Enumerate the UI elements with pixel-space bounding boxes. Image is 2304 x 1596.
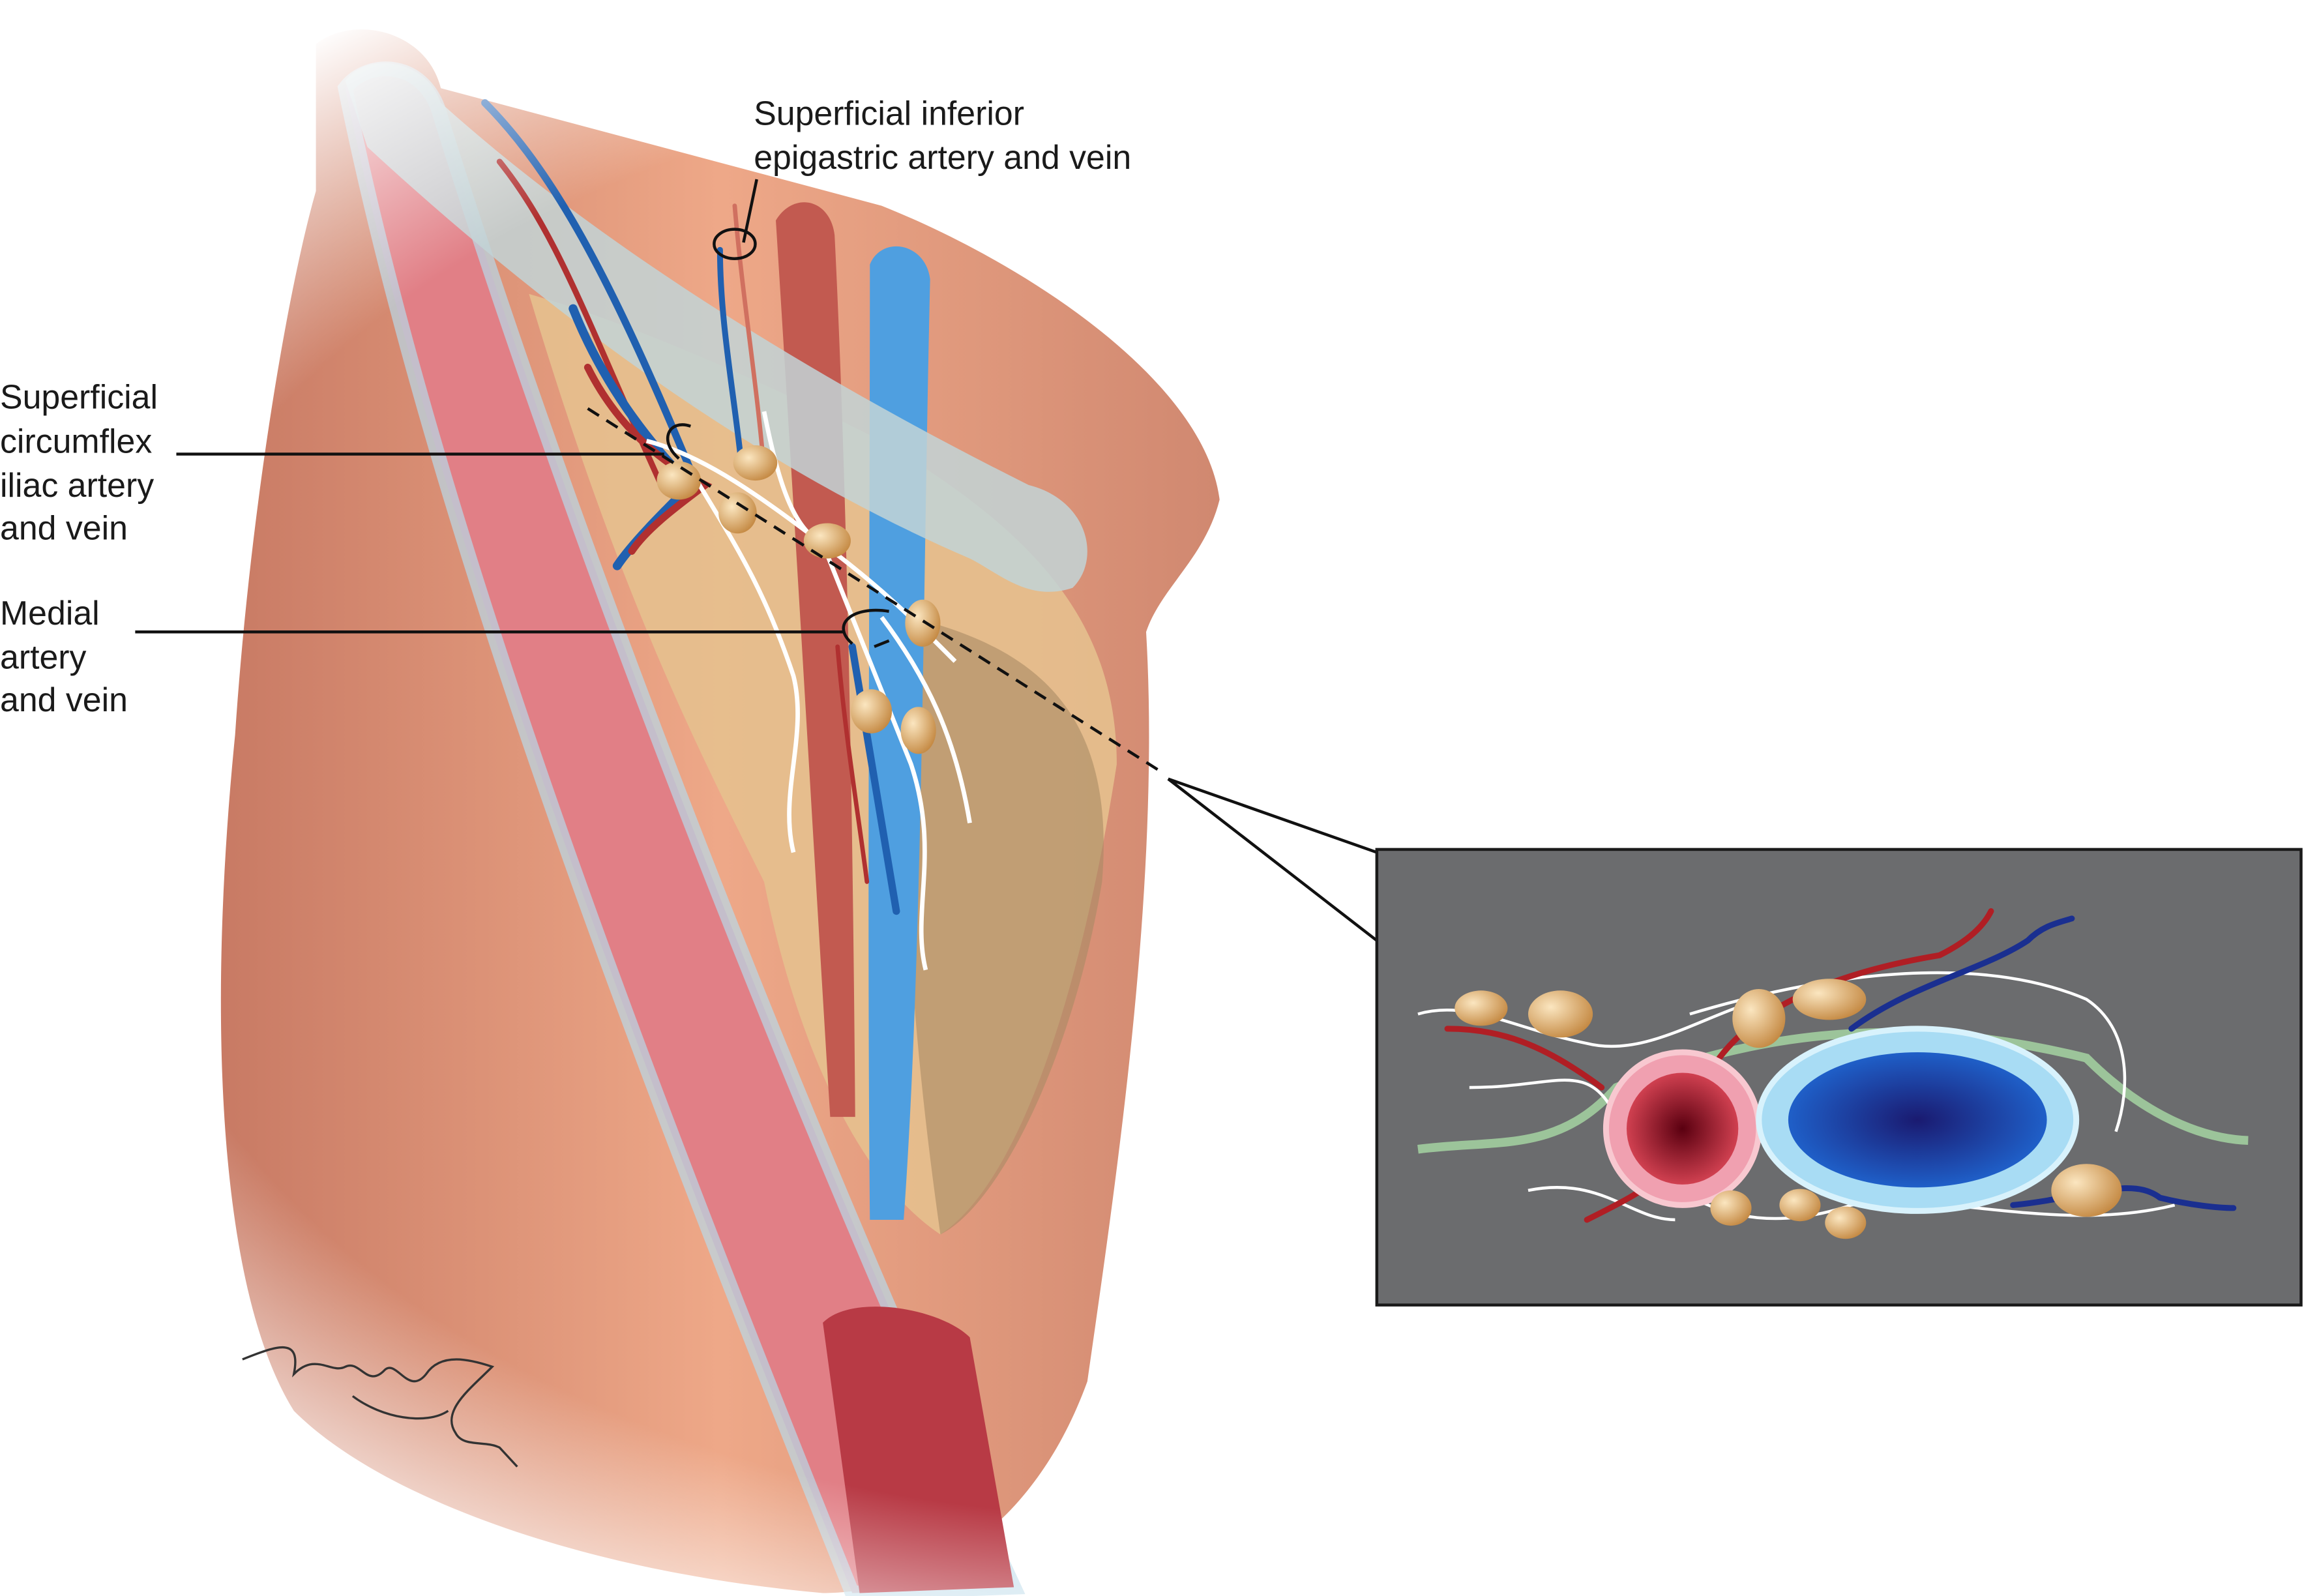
section-dashed-line	[587, 407, 1162, 773]
label-medial-artery-vein: Medial artery and vein	[0, 594, 890, 718]
inset-callout-lines	[1167, 777, 1378, 942]
label-line: epigastric artery and vein	[754, 138, 1131, 176]
svg-text:and vein: and vein	[0, 509, 128, 546]
label-line: Superficial inferior	[754, 95, 1024, 132]
svg-text:iliac artery: iliac artery	[0, 466, 154, 504]
svg-text:Medial: Medial	[0, 594, 100, 632]
cross-section-inset	[1375, 848, 2303, 1307]
label-line: Medial	[0, 594, 100, 632]
svg-text:Superficial inferior: Superficial inferior	[754, 95, 1024, 132]
label-line: and vein	[0, 681, 128, 718]
artist-signature	[242, 1346, 518, 1468]
label-line: circumflex	[0, 422, 152, 460]
svg-text:and vein: and vein	[0, 681, 128, 718]
label-line: and vein	[0, 509, 128, 546]
label-line: iliac artery	[0, 466, 154, 504]
svg-text:artery: artery	[0, 638, 87, 676]
label-line: Superficial	[0, 378, 158, 416]
label-line: artery	[0, 638, 87, 676]
svg-text:epigastric artery and vein: epigastric artery and vein	[754, 138, 1131, 176]
label-superficial-circumflex-iliac: Superficial circumflex iliac artery and …	[0, 378, 692, 546]
svg-text:Superficial: Superficial	[0, 378, 158, 416]
svg-text:circumflex: circumflex	[0, 422, 152, 460]
label-superficial-inferior-epigastric: Superficial inferior epigastric artery a…	[713, 95, 1131, 260]
